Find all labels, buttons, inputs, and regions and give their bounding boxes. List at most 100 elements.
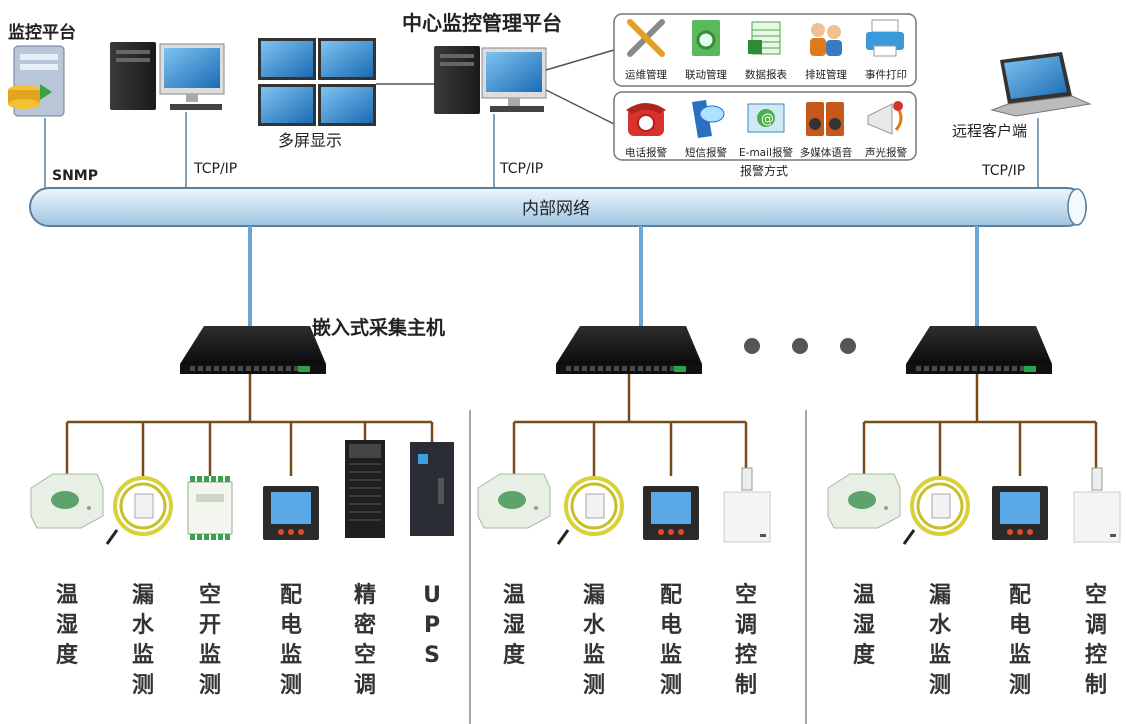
laptop-icon bbox=[990, 52, 1092, 117]
temp-humidity-sensor-icon bbox=[30, 473, 104, 529]
center-computer-icon bbox=[434, 46, 547, 114]
device-label: 配电监测 bbox=[1009, 583, 1031, 698]
device-label: 漏水监测 bbox=[583, 582, 606, 698]
people-icon bbox=[810, 23, 842, 56]
center-platform-title: 中心监控管理平台 bbox=[402, 11, 562, 35]
device-item: 空开监测 bbox=[187, 422, 233, 698]
panel-item-label: 排班管理 bbox=[805, 68, 847, 81]
device-label: 温湿度 bbox=[56, 583, 79, 668]
device-item: 配电监测 bbox=[992, 422, 1048, 698]
embedded-collector-switch bbox=[556, 326, 702, 374]
device-item: 精密空调 bbox=[345, 422, 385, 698]
device-label: 精密空调 bbox=[354, 582, 376, 698]
ac-controller-icon bbox=[1073, 467, 1121, 543]
spreadsheet-icon bbox=[748, 21, 781, 55]
device-item: 漏水监测 bbox=[105, 422, 173, 698]
management-panel: 运维管理 联动管理 数据报表 排班管理 事件打印 bbox=[613, 13, 917, 87]
tcpip-center-label: TCP/IP bbox=[499, 161, 543, 177]
device-item: 空调控制 bbox=[1073, 422, 1121, 698]
panel-item: 短信报警 bbox=[685, 100, 727, 159]
device-item: 温湿度 bbox=[827, 422, 901, 668]
breaker-module-icon bbox=[187, 476, 233, 540]
internal-network-pipe bbox=[29, 187, 1087, 227]
more-hosts-dots bbox=[744, 338, 856, 354]
power-meter-icon bbox=[992, 486, 1048, 540]
device-item: 温湿度 bbox=[477, 422, 551, 668]
device-item: 温湿度 bbox=[30, 422, 104, 668]
printer-icon bbox=[866, 19, 904, 57]
panel-item: 电话报警 bbox=[625, 103, 667, 159]
megaphone-icon bbox=[867, 101, 903, 135]
device-label: 空调控制 bbox=[1085, 582, 1107, 698]
telephone-icon bbox=[626, 103, 666, 136]
precision-ac-icon bbox=[345, 440, 385, 538]
device-label: 配电监测 bbox=[660, 583, 682, 698]
device-label: 漏水监测 bbox=[929, 582, 952, 698]
panel-item-label: 联动管理 bbox=[685, 68, 727, 81]
snmp-label: SNMP bbox=[52, 168, 98, 184]
panel-item-label: 声光报警 bbox=[865, 146, 907, 159]
temp-humidity-sensor-icon bbox=[827, 473, 901, 529]
panel-item: 多媒体语音 bbox=[800, 102, 853, 159]
panel-item-label: 短信报警 bbox=[685, 146, 727, 159]
power-meter-icon bbox=[263, 486, 319, 540]
panel-item: 排班管理 bbox=[805, 23, 847, 81]
speaker-icon bbox=[806, 102, 844, 136]
device-label: 温湿度 bbox=[853, 583, 876, 668]
power-meter-icon bbox=[643, 486, 699, 540]
panel-item: 数据报表 bbox=[745, 21, 787, 81]
embedded-collector-switch bbox=[180, 326, 326, 374]
device-label: 温湿度 bbox=[503, 583, 526, 668]
ups-cabinet-icon bbox=[410, 442, 454, 536]
device-item: 空调控制 bbox=[723, 422, 771, 698]
water-leak-cable-icon bbox=[902, 476, 970, 545]
tcpip-left-label: TCP/IP bbox=[193, 161, 237, 177]
water-leak-cable-icon bbox=[556, 476, 624, 545]
panel-item: @ E-mail报警 bbox=[739, 103, 793, 159]
device-item: 漏水监测 bbox=[902, 422, 970, 698]
device-label: 配电监测 bbox=[280, 583, 302, 698]
alarm-methods-caption: 报警方式 bbox=[740, 163, 788, 178]
remote-client-label: 远程客户端 bbox=[952, 122, 1027, 140]
device-label: 漏水监测 bbox=[132, 582, 155, 698]
internal-network-label: 内部网络 bbox=[522, 199, 590, 219]
svg-text:@: @ bbox=[761, 112, 774, 127]
device-label: 空调控制 bbox=[735, 582, 757, 698]
ac-controller-icon bbox=[723, 467, 771, 543]
tcpip-right-label: TCP/IP bbox=[981, 163, 1025, 179]
monitor-platform: 监控平台 bbox=[8, 22, 76, 117]
panel-item-label: 运维管理 bbox=[625, 68, 667, 81]
panel-item: 联动管理 bbox=[685, 20, 727, 81]
multi-screen-label: 多屏显示 bbox=[278, 131, 342, 150]
wrench-screwdriver-icon bbox=[627, 19, 665, 57]
panel-item: 事件打印 bbox=[865, 19, 907, 81]
panel-item-label: E-mail报警 bbox=[739, 146, 793, 159]
panel-item: 声光报警 bbox=[865, 101, 907, 159]
panel-item-label: 电话报警 bbox=[625, 146, 667, 159]
multi-screen-display-icon bbox=[258, 38, 376, 126]
desktop-computer-icon bbox=[110, 42, 225, 110]
temp-humidity-sensor-icon bbox=[477, 473, 551, 529]
server-database-icon bbox=[8, 45, 65, 117]
panel-item-label: 事件打印 bbox=[865, 68, 907, 81]
device-item: 配电监测 bbox=[263, 422, 319, 698]
device-item: 配电监测 bbox=[643, 422, 699, 698]
device-item: 漏水监测 bbox=[556, 422, 624, 698]
device-group: 温湿度 漏水监测 配电监测 空调控制 bbox=[477, 374, 771, 698]
sms-phone-icon bbox=[692, 100, 725, 138]
water-leak-cable-icon bbox=[105, 476, 173, 545]
device-group: 温湿度 漏水监测 配电监测 空调控制 bbox=[827, 374, 1121, 698]
gear-folder-icon bbox=[692, 20, 720, 56]
device-label: 空开监测 bbox=[199, 582, 221, 698]
embedded-host-label: 嵌入式采集主机 bbox=[312, 316, 445, 339]
panel-item-label: 多媒体语音 bbox=[800, 146, 853, 159]
alarm-panel: 电话报警 短信报警 @ E-mail报警多媒体语音声光报警 bbox=[613, 91, 917, 161]
monitor-platform-label: 监控平台 bbox=[8, 22, 76, 43]
panel-item-label: 数据报表 bbox=[745, 68, 787, 81]
email-icon: @ bbox=[747, 103, 785, 133]
panel-item: 运维管理 bbox=[625, 19, 667, 81]
